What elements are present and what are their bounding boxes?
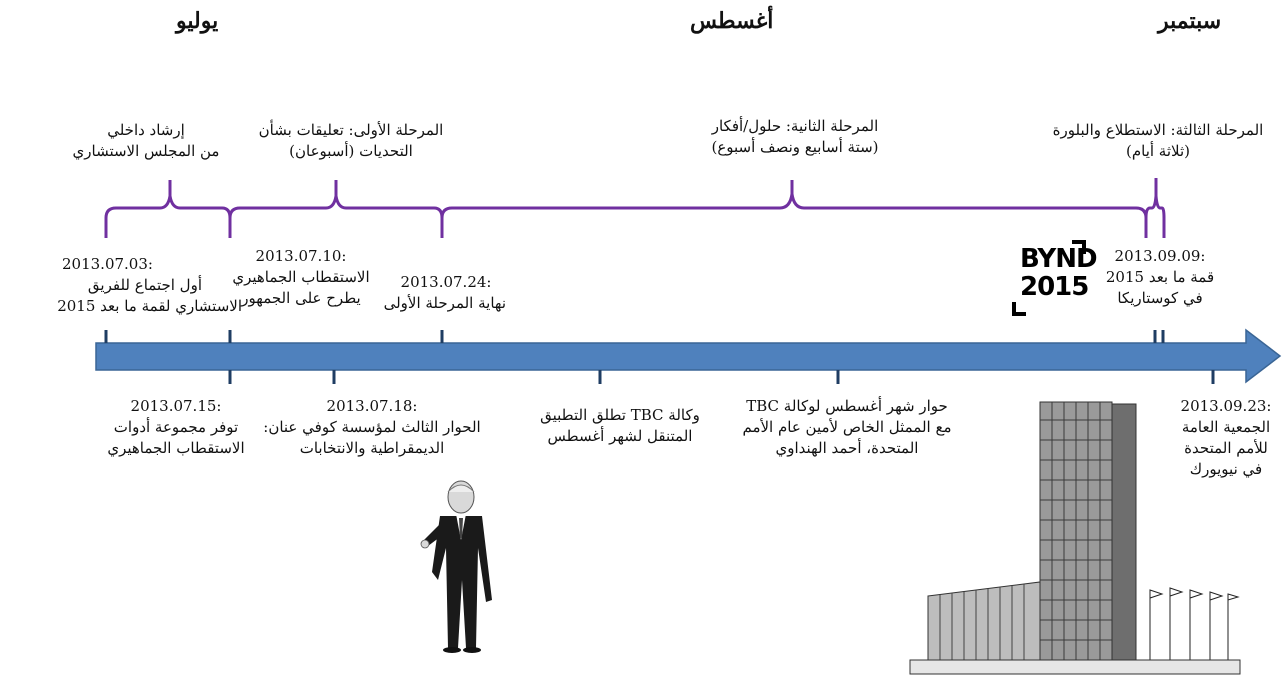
event-tbc-august-dialogue: حوار شهر أغسطس لوكالة TBC مع الممثل الخا… — [722, 396, 972, 459]
event-line1: نهاية المرحلة الأولى — [383, 294, 506, 312]
phase-label-3: المرحلة الثالثة: الاستطلاع والبلورة (ثلا… — [1030, 120, 1286, 162]
event-date: 2013.07.24: — [400, 273, 492, 291]
event-line1: وكالة TBC تطلق التطبيق — [540, 406, 700, 424]
event-date: 2013.09.23: — [1180, 397, 1272, 415]
speaker-figure-illustration — [420, 480, 492, 653]
event-date: 2013.07.03: — [62, 255, 153, 273]
timeline-arrow — [95, 328, 1282, 384]
month-september: سبتمبر — [1158, 8, 1222, 34]
event-line1: الجمعية العامة — [1181, 418, 1271, 436]
event-line2: يطرح على الجمهور — [241, 289, 361, 307]
event-line1: حوار شهر أغسطس لوكالة TBC — [746, 397, 948, 415]
month-august: أغسطس — [690, 8, 774, 34]
phase2-line1: المرحلة الثانية: حلول/أفكار — [711, 117, 879, 135]
event-line2: الديمقراطية والانتخابات — [299, 439, 445, 457]
phase-label-internal: إرشاد داخلي من المجلس الاستشاري — [66, 120, 226, 162]
event-line2: المتنقل لشهر أغسطس — [547, 427, 693, 445]
event-2013-07-24: 2013.07.24: نهاية المرحلة الأولى — [383, 272, 506, 314]
event-date: 2013.07.18: — [326, 397, 418, 415]
phase-label-2: المرحلة الثانية: حلول/أفكار (ستة أسابيع … — [680, 116, 910, 158]
event-date: 2013.07.10: — [255, 247, 347, 265]
phase-label-1: المرحلة الأولى: تعليقات بشأن التحديات (أ… — [236, 120, 466, 162]
event-date: 2013.07.15: — [130, 397, 222, 415]
phase2-line2: (ستة أسابيع ونصف أسبوع) — [711, 138, 879, 156]
bracket-internal — [104, 180, 232, 238]
event-line2: الاستقطاب الجماهيري — [107, 439, 245, 457]
bracket-phase3 — [1144, 178, 1166, 238]
event-2013-09-23: 2013.09.23: الجمعية العامة للأمم المتحدة… — [1168, 396, 1284, 480]
phase-internal-line1: إرشاد داخلي — [107, 121, 185, 139]
building-windows — [1040, 402, 1112, 664]
phase-brackets — [104, 178, 1166, 238]
event-line1: قمة ما بعد 2015 — [1105, 268, 1215, 286]
event-line1: الحوار الثالث لمؤسسة كوفي عنان: — [263, 418, 481, 436]
event-line2: للأمم المتحدة — [1184, 439, 1268, 457]
event-2013-07-03: 2013.07.03: أول اجتماع للفريق الاستشاري … — [6, 254, 242, 317]
logo-text-2015: 2015 — [1020, 272, 1089, 302]
event-line2: الاستشاري لقمة ما بعد 2015 — [57, 297, 242, 315]
month-july: يوليو — [176, 8, 219, 34]
phase1-line1: المرحلة الأولى: تعليقات بشأن — [258, 121, 444, 139]
un-building-illustration — [909, 401, 1241, 675]
event-line2: في كوستاريكا — [1117, 289, 1203, 307]
event-2013-07-10: 2013.07.10: الاستقطاب الجماهيري يطرح على… — [226, 246, 376, 309]
event-tbc-app-launch: وكالة TBC تطلق التطبيق المتنقل لشهر أغسط… — [530, 405, 710, 447]
flags — [1149, 587, 1240, 664]
logo-text-bynd: BYND — [1020, 244, 1098, 274]
bracket-phase2 — [440, 180, 1148, 238]
event-date: 2013.09.09: — [1114, 247, 1206, 265]
event-line3: المتحدة، أحمد الهنداوي — [775, 439, 919, 457]
phase3-line2: (ثلاثة أيام) — [1125, 142, 1190, 160]
phase3-line1: المرحلة الثالثة: الاستطلاع والبلورة — [1052, 121, 1264, 139]
event-line1: أول اجتماع للفريق — [87, 276, 202, 294]
event-2013-07-18: 2013.07.18: الحوار الثالث لمؤسسة كوفي عن… — [252, 396, 492, 459]
event-line2: مع الممثل الخاص لأمين عام الأمم — [742, 418, 952, 436]
timeline-ticks — [104, 330, 1215, 384]
bynd-2015-logo: BYND 2015 — [1010, 240, 1098, 318]
phase1-line2: التحديات (أسبوعان) — [289, 142, 413, 160]
bracket-phase1 — [228, 180, 444, 238]
event-line1: توفر مجموعة أدوات — [113, 418, 239, 436]
event-2013-07-15: 2013.07.15: توفر مجموعة أدوات الاستقطاب … — [106, 396, 246, 459]
event-line1: الاستقطاب الجماهيري — [232, 268, 370, 286]
phase-internal-line2: من المجلس الاستشاري — [72, 142, 220, 160]
event-line3: في نيويورك — [1189, 460, 1263, 478]
logo-corner-marks — [1012, 240, 1086, 316]
event-2013-09-09: 2013.09.09: قمة ما بعد 2015 في كوستاريكا — [1100, 246, 1220, 309]
